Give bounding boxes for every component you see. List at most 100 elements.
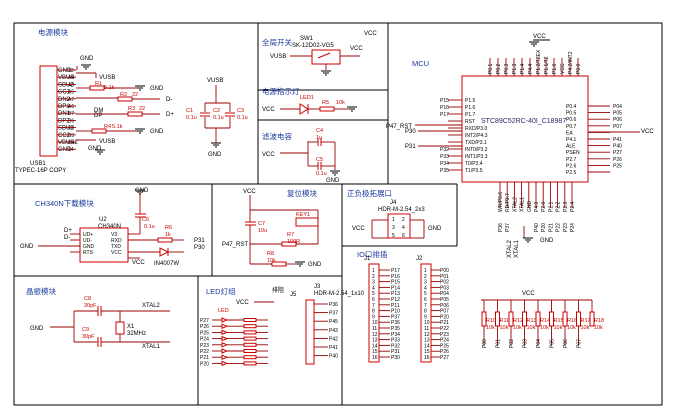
svg-text:9: 9 [424, 314, 427, 320]
j1-net: P31 [391, 349, 400, 355]
j3-net: P40 [329, 354, 338, 360]
j1-net: P13 [391, 291, 400, 297]
svg-text:D-: D- [64, 235, 70, 241]
j1-net: P37 [391, 314, 400, 320]
pullup-name: R18 [594, 318, 604, 324]
mcu-bottom-pin: P2.2 [556, 201, 562, 212]
mcu-chip [461, 75, 589, 183]
mcu-right-pin: PSEN [566, 150, 580, 156]
svg-text:VCC: VCC [350, 46, 363, 52]
usb-pin-num: B8 [68, 126, 74, 132]
mcu-left-net: P17 [440, 112, 449, 118]
mcu-top-pin: P4.2/INT2 [568, 51, 574, 74]
usb-pin-label: DN2 [58, 97, 71, 103]
svg-text:VCC: VCC [262, 152, 275, 158]
ch340-left-pin: UD- [83, 238, 92, 244]
j1-net: P30 [391, 355, 400, 361]
svg-text:C9: C9 [82, 327, 89, 333]
svg-text:GND: GND [20, 244, 34, 250]
svg-text:12: 12 [424, 332, 430, 338]
led-resistor [243, 361, 257, 366]
mcu-bottom-net: P22 [556, 223, 562, 232]
svg-text:C2: C2 [213, 108, 220, 114]
svg-text:6: 6 [372, 297, 375, 303]
mcu-left-pin: INT1/P3.3 [465, 154, 488, 160]
j1-net: P17 [391, 268, 400, 274]
pullup-value: 10k [540, 325, 549, 331]
pullup-value: 10k [513, 325, 522, 331]
svg-text:4: 4 [372, 285, 375, 291]
mcu-right-pin: P0.6 [566, 117, 577, 123]
title-io: IO口排插 [357, 249, 388, 259]
svg-text:2: 2 [424, 274, 427, 280]
led-diode [221, 335, 229, 342]
mcu-left-pin: T0/P3.4 [465, 161, 483, 167]
pullup-value: 10k [554, 325, 563, 331]
ch340-left-pin: GND [83, 244, 95, 250]
svg-text:GND: GND [308, 262, 322, 268]
usb-pin-label: VBUS2 [58, 140, 78, 146]
mcu-right-net: P40 [613, 144, 622, 150]
j1-net: P12 [391, 297, 400, 303]
j1-net: P14 [391, 285, 400, 291]
svg-text:D-: D- [166, 97, 172, 103]
svg-text:VUSB: VUSB [270, 54, 286, 60]
usb-pin-label: DP2 [58, 118, 70, 124]
led-diode [221, 317, 229, 323]
usb-pin-label: CC1 [58, 90, 71, 96]
pullup-name: R14 [540, 318, 550, 324]
svg-text:22: 22 [139, 106, 145, 112]
svg-text:15: 15 [372, 349, 378, 355]
j2-net: P20 [440, 314, 449, 320]
mcu-left-pin: TXD/P3.1 [465, 140, 487, 146]
mcu-right-pin: EA [566, 130, 573, 136]
svg-text:32MHz: 32MHz [127, 331, 146, 337]
pullup-value: 10k [567, 325, 576, 331]
svg-text:DM: DM [94, 108, 103, 114]
mcu-right-pin: P0.7 [566, 124, 577, 130]
svg-text:3: 3 [372, 280, 375, 286]
mcu-part: STC89C52RC-40I_C18987 [481, 118, 566, 125]
vcc-top-label: VCC [364, 31, 377, 37]
pullup-net: P01 [496, 339, 502, 348]
svg-text:11: 11 [424, 326, 429, 332]
j1-net: P15 [391, 280, 400, 286]
svg-text:0.1u: 0.1u [213, 115, 224, 121]
j2-net: P22 [440, 326, 449, 332]
usb-pin-num: B4 [68, 140, 74, 146]
svg-text:8: 8 [424, 309, 427, 315]
mcu-top-pin: P1.0 [552, 63, 558, 74]
j2-net: P01 [440, 274, 449, 280]
svg-text:VUSB: VUSB [99, 139, 115, 145]
led-diode [221, 360, 229, 367]
sheet-border [13, 22, 663, 406]
mcu-right-net: P26 [613, 157, 622, 163]
svg-text:CH340N: CH340N [98, 224, 121, 230]
svg-text:10k: 10k [267, 258, 276, 264]
svg-text:8: 8 [372, 309, 375, 315]
led-resistor [243, 355, 257, 360]
mcu-right-net: P41 [613, 137, 622, 143]
svg-text:IN4007W: IN4007W [154, 261, 179, 267]
j2-net: P24 [440, 338, 449, 344]
svg-text:C8: C8 [84, 296, 91, 302]
usb-pin-num: A4 [68, 75, 74, 81]
mcu-bottom-net: P21 [548, 223, 554, 232]
led-diode [221, 323, 229, 329]
svg-text:R4: R4 [104, 124, 111, 130]
mcu-bottom-pin: P2.3 [563, 201, 569, 212]
svg-text:6: 6 [424, 297, 427, 303]
mcu-right-net: P05 [613, 111, 622, 117]
led-net: P20 [200, 361, 209, 367]
svg-text:P30: P30 [405, 129, 416, 135]
svg-text:VUSB: VUSB [99, 75, 115, 81]
pullup-name: R17 [581, 318, 591, 324]
mcu-left-pin: P1.5 [465, 98, 476, 104]
svg-text:15: 15 [424, 349, 430, 355]
svg-text:HDR-M-2.54_2x3: HDR-M-2.54_2x3 [378, 207, 425, 213]
svg-text:P31: P31 [405, 144, 416, 150]
mcu-left-pin: INT0/P3.2 [465, 147, 488, 153]
pullup-net: P06 [563, 339, 569, 348]
led-net: P25 [200, 330, 209, 336]
usb-pin-num: A8 [68, 82, 74, 88]
